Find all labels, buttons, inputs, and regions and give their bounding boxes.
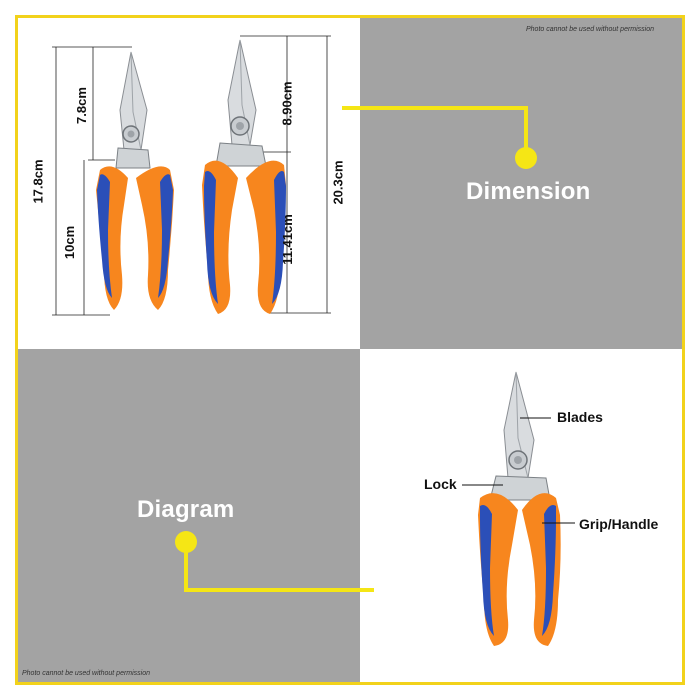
connector-dot-icon [515, 147, 537, 169]
dimension-heading: Dimension [466, 178, 591, 205]
callout-blades: Blades [557, 409, 603, 425]
connector-dot-icon [175, 531, 197, 553]
callout-lock: Lock [424, 476, 457, 492]
outer-frame [15, 15, 685, 685]
callout-grip-handle: Grip/Handle [579, 516, 659, 532]
copyright-notice-top: Photo cannot be used without permission [526, 26, 655, 33]
dimension-label-panel [360, 18, 682, 349]
copyright-notice-bottom: Photo cannot be used without permission [22, 670, 151, 677]
dimension-photo-panel [18, 18, 360, 349]
diagram-heading: Diagram [137, 496, 235, 523]
diagram-label-panel [18, 349, 360, 682]
